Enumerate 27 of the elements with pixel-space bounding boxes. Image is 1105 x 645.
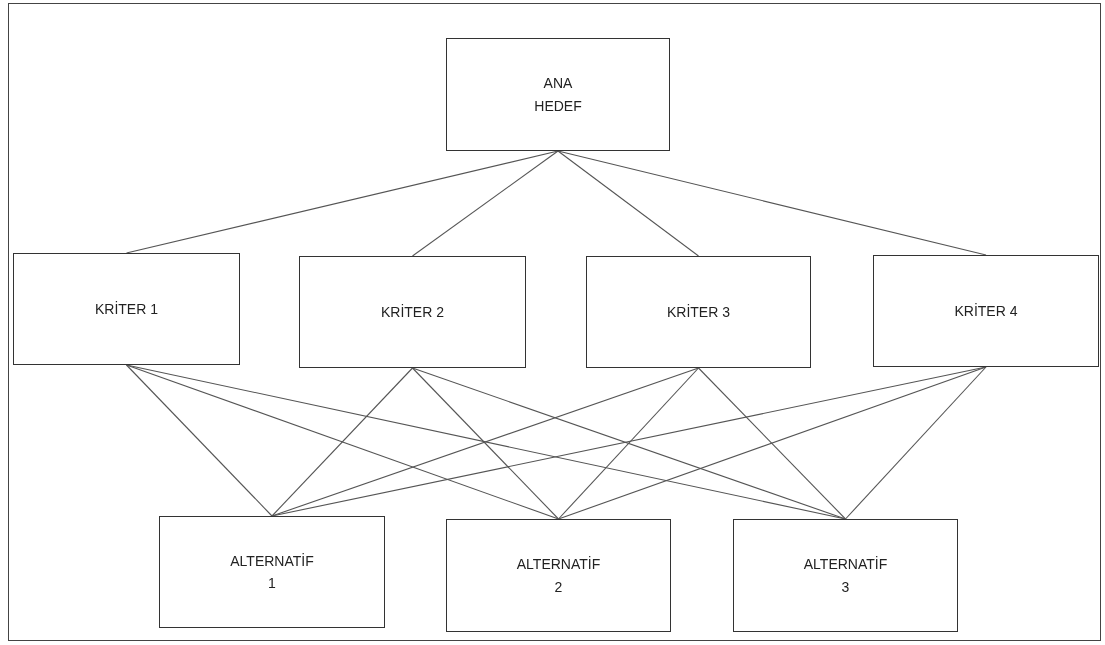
- box-label: ANA HEDEF: [534, 74, 582, 116]
- process-box: [586, 256, 811, 368]
- box-label: ALTERNATİF 2: [516, 555, 601, 597]
- box-label: KRİTER 4: [954, 301, 1018, 321]
- connector-line: [557, 367, 700, 520]
- connector-line: [271, 367, 414, 517]
- connector-line: [125, 364, 273, 517]
- connector-line: [411, 367, 847, 520]
- box-label: KRİTER 2: [381, 302, 444, 322]
- process-box: [446, 38, 670, 151]
- connector-line: [271, 367, 700, 517]
- connector-line: [844, 366, 987, 520]
- box-label: KRİTER 1: [95, 299, 158, 319]
- box-label: ALTERNATİF 1: [230, 551, 314, 593]
- process-box: [159, 516, 385, 628]
- box-label: KRİTER 3: [667, 302, 730, 322]
- connector-line: [557, 366, 987, 520]
- connector-line: [411, 367, 560, 520]
- process-box: [733, 519, 958, 632]
- process-box: [446, 519, 671, 632]
- connector-line: [697, 367, 847, 520]
- connector-line: [557, 150, 700, 257]
- process-box: [299, 256, 526, 368]
- connector-line: [411, 150, 559, 257]
- process-box: [873, 255, 1099, 367]
- box-label: ALTERNATİF 3: [803, 555, 888, 597]
- process-box: [13, 253, 240, 365]
